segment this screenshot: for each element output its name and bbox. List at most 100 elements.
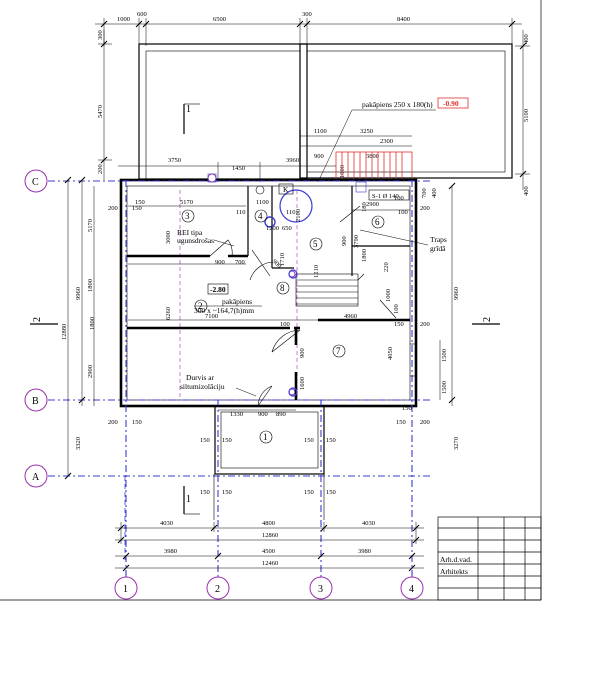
room-8-label: 8 (280, 283, 285, 293)
dim-2900: 2900 (366, 201, 379, 208)
left-dimensions: 12880 9960 5170 1800 2900 3320 200 200 1… (61, 176, 142, 480)
dim-left-2900: 2900 (87, 365, 94, 378)
label-durvis-2: siltumizolāciju (180, 382, 225, 391)
dim-right-200b: 200 (420, 419, 430, 426)
dim-right-400b: 400 (523, 186, 530, 196)
dim-1000: 1000 (385, 289, 392, 302)
dim-left-3320: 3320 (75, 437, 82, 450)
dim-bottom-4800: 4800 (262, 520, 275, 527)
dim-bottom-3980b: 3980 (358, 548, 371, 555)
dim-900a: 900 (215, 259, 225, 266)
dim-right-150a: 150 (396, 419, 406, 426)
title-block-arh-vad: Arh.d.vad. (440, 555, 472, 564)
dim-left-9960: 9960 (75, 287, 82, 300)
dim-stair-1000: 1000 (339, 165, 346, 178)
room-6-label: 6 (375, 217, 380, 227)
dim-row-3750: 3750 (168, 157, 181, 164)
dim-180: 180 (361, 202, 368, 212)
title-block-arhitekts: Arhitekts (440, 567, 468, 576)
dim-890: 890 (276, 411, 286, 418)
dim-right-200a: 200 (420, 205, 430, 212)
dim-right-700: 700 (421, 188, 428, 198)
dim-left-5470: 5470 (97, 105, 104, 118)
annotations-interior: K S-1 Ø 140 REI tipa ugunsdrošas Traps g… (177, 183, 447, 397)
axis-b: B (32, 396, 39, 407)
label-pak2-2: 300 x ~164,7(h)mm (194, 306, 254, 315)
section-mark-top: 1 (186, 104, 191, 115)
dim-1100: 1100 (256, 199, 269, 206)
label-traps-2: grīdā (430, 244, 446, 253)
level-mark-top: -0.90 (443, 99, 459, 108)
label-rei-1: REI tipa (177, 228, 203, 237)
dim-porch-150d: 150 (326, 437, 336, 444)
dim-1210: 1210 (313, 265, 320, 278)
stair-treads-lower (295, 273, 365, 307)
dim-left-150b: 150 (132, 419, 142, 426)
dim-right-3270: 3270 (453, 437, 460, 450)
dim-porch-150e: 150 (200, 489, 210, 496)
section-mark-right: 2 (482, 317, 493, 322)
section-arrow-top: 1 (183, 103, 200, 134)
dim-100a: 100 (398, 209, 408, 216)
dim-5170: 5170 (180, 199, 193, 206)
dim-110b: 110 (286, 209, 296, 216)
dim-650: 650 (282, 225, 292, 232)
main-exterior-walls (119, 178, 418, 408)
porch: 150 150 150 150 150 150 150 150 (200, 405, 336, 520)
dim-stair-3800: 3800 (366, 153, 379, 160)
dim-bottom-4030a: 4030 (160, 520, 173, 527)
dim-right-100: 100 (394, 195, 404, 202)
dim-porch-150c: 150 (304, 437, 314, 444)
axis-lines (48, 180, 430, 580)
dim-left-1800: 1800 (87, 279, 94, 292)
dim-700: 700 (235, 259, 245, 266)
upper-terrace-walls (138, 43, 513, 180)
dim-bottom-12460: 12460 (262, 560, 278, 567)
dim-1800a: 1800 (361, 249, 368, 262)
dim-100c: 100 (280, 321, 290, 328)
dim-left-200b: 200 (108, 419, 118, 426)
dim-900d: 900 (299, 348, 306, 358)
dim-row-1450: 1450 (232, 165, 245, 172)
dim-top-1000: 1000 (117, 16, 130, 23)
dim-6260: 6260 (165, 307, 172, 320)
dim-3000: 3000 (165, 231, 172, 244)
dim-3790: 3790 (353, 235, 360, 248)
dim-4050: 4050 (387, 347, 394, 360)
row-axis-markers: C B A (24, 169, 48, 488)
label-durvis-1: Durvis ar (186, 373, 215, 382)
dim-150a: 150 (135, 199, 145, 206)
dim-left-300: 300 (97, 30, 104, 40)
annotation-step-250x180: pakāpiens 250 x 180(h) (362, 100, 433, 109)
room-7-label: 7 (336, 346, 341, 356)
dim-right-5100: 5100 (523, 109, 530, 122)
dim-bottom-12860: 12860 (262, 532, 278, 539)
level-mark-mid: -2.80 (210, 285, 226, 294)
bottom-dimensions: 4030 4800 4030 12860 3980 4500 3980 1246… (115, 520, 424, 572)
right-dimensions: 9960 1500 1500 3270 700 400 100 200 200 … (394, 182, 460, 450)
axis-2: 2 (215, 584, 220, 595)
dim-row-3960: 3960 (286, 157, 299, 164)
dim-porch-150a: 150 (200, 437, 210, 444)
dim-bottom-4030b: 4030 (362, 520, 375, 527)
label-pak2-1: pakāpiens (222, 297, 252, 306)
dim-900c: 900 (341, 236, 348, 246)
dim-110a: 110 (236, 209, 246, 216)
axis-a: A (32, 472, 40, 483)
room-5-label: 5 (313, 239, 318, 249)
section-mark-left: 2 (32, 317, 43, 322)
left-upper-dimensions: 300 5470 200 (97, 30, 112, 180)
section-mark-bottom: 1 (186, 494, 191, 505)
top-dimension-chain: 1000 600 6500 300 8400 (95, 11, 522, 46)
dim-right-1500a: 1500 (441, 349, 448, 362)
label-traps-1: Traps (430, 235, 447, 244)
section-arrows-sides: 2 2 (30, 317, 500, 325)
dim-1800b: 1800 (89, 317, 96, 330)
dim-porch-150h: 150 (326, 489, 336, 496)
axis-3: 3 (318, 584, 323, 595)
dim-220: 220 (383, 262, 390, 272)
dim-stair-900: 900 (314, 153, 324, 160)
right-upper-dimensions: 400 5100 400 (515, 30, 530, 196)
upper-row-dimensions: 3750 1450 3960 (118, 157, 336, 182)
